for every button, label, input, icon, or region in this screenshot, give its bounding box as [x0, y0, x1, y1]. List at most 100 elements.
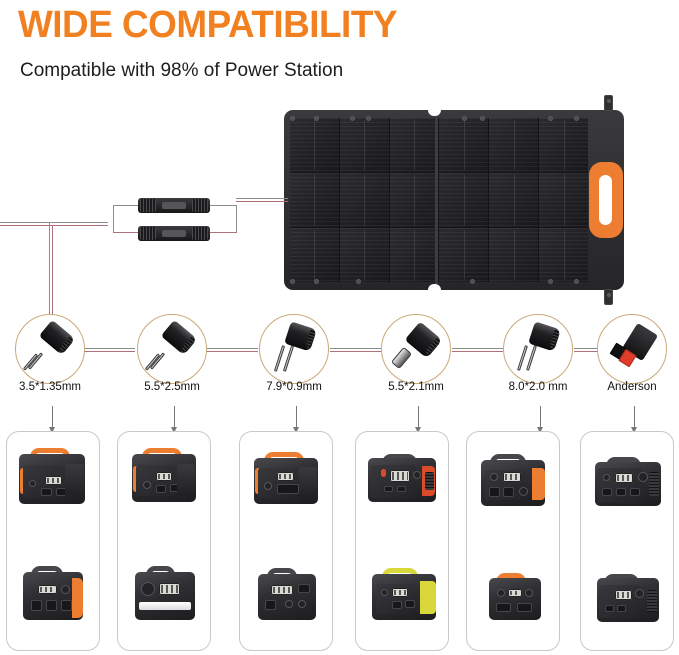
solar-cell: [439, 118, 489, 172]
station-outlet: [517, 603, 532, 612]
connector-circle-2[interactable]: [137, 314, 207, 384]
panel-screw: [350, 116, 355, 121]
connector-label-2: 5.5*2.5mm: [144, 381, 200, 393]
power-station-image: [135, 565, 195, 620]
panel-screw: [366, 116, 371, 121]
station-outlet: [503, 487, 514, 497]
compatibility-card-4[interactable]: [355, 431, 449, 651]
panel-screw: [574, 116, 579, 121]
compatibility-card-2[interactable]: [117, 431, 211, 651]
station-outlet: [265, 600, 276, 610]
page-subtitle: Compatible with 98% of Power Station: [20, 60, 344, 81]
connector-circle-3[interactable]: [259, 314, 329, 384]
power-station-image: [595, 457, 661, 506]
bus-wire-red: [207, 351, 258, 352]
station-outlet: [61, 600, 72, 611]
solar-cell-grid: [290, 118, 588, 282]
connector-circle-4[interactable]: [381, 314, 451, 384]
solar-cell: [489, 118, 539, 172]
station-outlet: [397, 486, 406, 492]
anderson-connector-icon: [598, 315, 668, 385]
power-station-image: [132, 447, 196, 502]
station-outlet: [602, 488, 612, 496]
panel-output-wire: [236, 198, 288, 199]
panel-screw: [480, 116, 485, 121]
dc-barrel-plug-icon: [382, 315, 452, 385]
station-outlet: [46, 600, 57, 611]
station-side-accent: [420, 581, 436, 614]
panel-fold-seam: [435, 116, 438, 284]
connector-label-6: Anderson: [607, 381, 657, 393]
solar-cell: [290, 228, 339, 282]
connector-circle-5[interactable]: [503, 314, 573, 384]
station-body: [135, 572, 195, 620]
panel-screw: [462, 116, 467, 121]
panel-screw: [574, 279, 579, 284]
junction-loop-left: [113, 205, 114, 232]
compatibility-card-6[interactable]: [580, 431, 674, 651]
compatibility-card-1[interactable]: [6, 431, 100, 651]
panel-mount-tab: [604, 95, 613, 111]
solar-cell: [389, 118, 439, 172]
feed-wire-down-red: [52, 225, 53, 344]
power-station-image: [258, 568, 316, 620]
feed-wire-left-red: [0, 225, 108, 226]
solar-cell: [439, 173, 489, 227]
station-power-knob: [285, 600, 293, 608]
station-vent: [647, 590, 657, 612]
connector-circle-1[interactable]: [15, 314, 85, 384]
arrow-to-card-5: [537, 406, 543, 433]
station-light-bar: [139, 602, 191, 610]
station-outlet: [616, 488, 626, 496]
solar-cell: [339, 118, 389, 172]
station-display: [45, 476, 62, 485]
bus-wire: [207, 348, 258, 349]
compatibility-card-5[interactable]: [466, 431, 560, 651]
station-display: [615, 473, 633, 483]
panel-screw: [548, 279, 553, 284]
panel-screw: [290, 279, 295, 284]
junction-loop-right: [236, 205, 237, 232]
station-outlet: [617, 605, 626, 612]
station-display: [271, 585, 293, 595]
station-outlet: [41, 488, 52, 496]
station-bumper: [72, 578, 83, 618]
station-vent: [425, 472, 434, 490]
arrow-to-card-2: [171, 406, 177, 433]
arrow-to-card-1: [49, 406, 55, 433]
arrow-to-card-3: [293, 406, 299, 433]
solar-cell: [290, 173, 339, 227]
power-station-image: [19, 447, 85, 504]
station-outlet: [496, 603, 511, 612]
station-outlet: [156, 485, 166, 493]
station-power-knob: [141, 582, 155, 596]
mc4-connector-top: [138, 198, 210, 213]
station-power-knob: [264, 482, 272, 490]
station-power-knob: [413, 471, 421, 479]
solar-panel-image: [284, 95, 644, 305]
arrow-to-card-4: [415, 406, 421, 433]
station-outlet: [392, 601, 402, 609]
station-display: [390, 470, 410, 482]
solar-cell: [539, 173, 588, 227]
dc-twin-pin-plug-icon: [504, 315, 574, 385]
dc-twin-pin-plug-icon: [260, 315, 330, 385]
station-display: [508, 589, 522, 597]
solar-cell: [339, 173, 389, 227]
station-power-knob: [298, 600, 306, 608]
solar-cell: [439, 228, 489, 282]
station-side-accent: [532, 468, 545, 500]
power-station-image: [489, 572, 541, 620]
connector-circle-6[interactable]: [597, 314, 667, 384]
station-power-knob: [381, 589, 388, 596]
arrow-to-card-6: [631, 406, 637, 433]
compatibility-card-3[interactable]: [239, 431, 333, 651]
solar-panel-body: [284, 95, 624, 305]
station-display: [503, 472, 521, 482]
solar-cell-area: [290, 118, 588, 282]
station-vent: [649, 472, 659, 496]
solar-cell: [389, 173, 439, 227]
dc-barrel-plug-icon: [138, 315, 208, 385]
bus-wire: [330, 348, 381, 349]
panel-notch-bottom: [428, 284, 441, 290]
